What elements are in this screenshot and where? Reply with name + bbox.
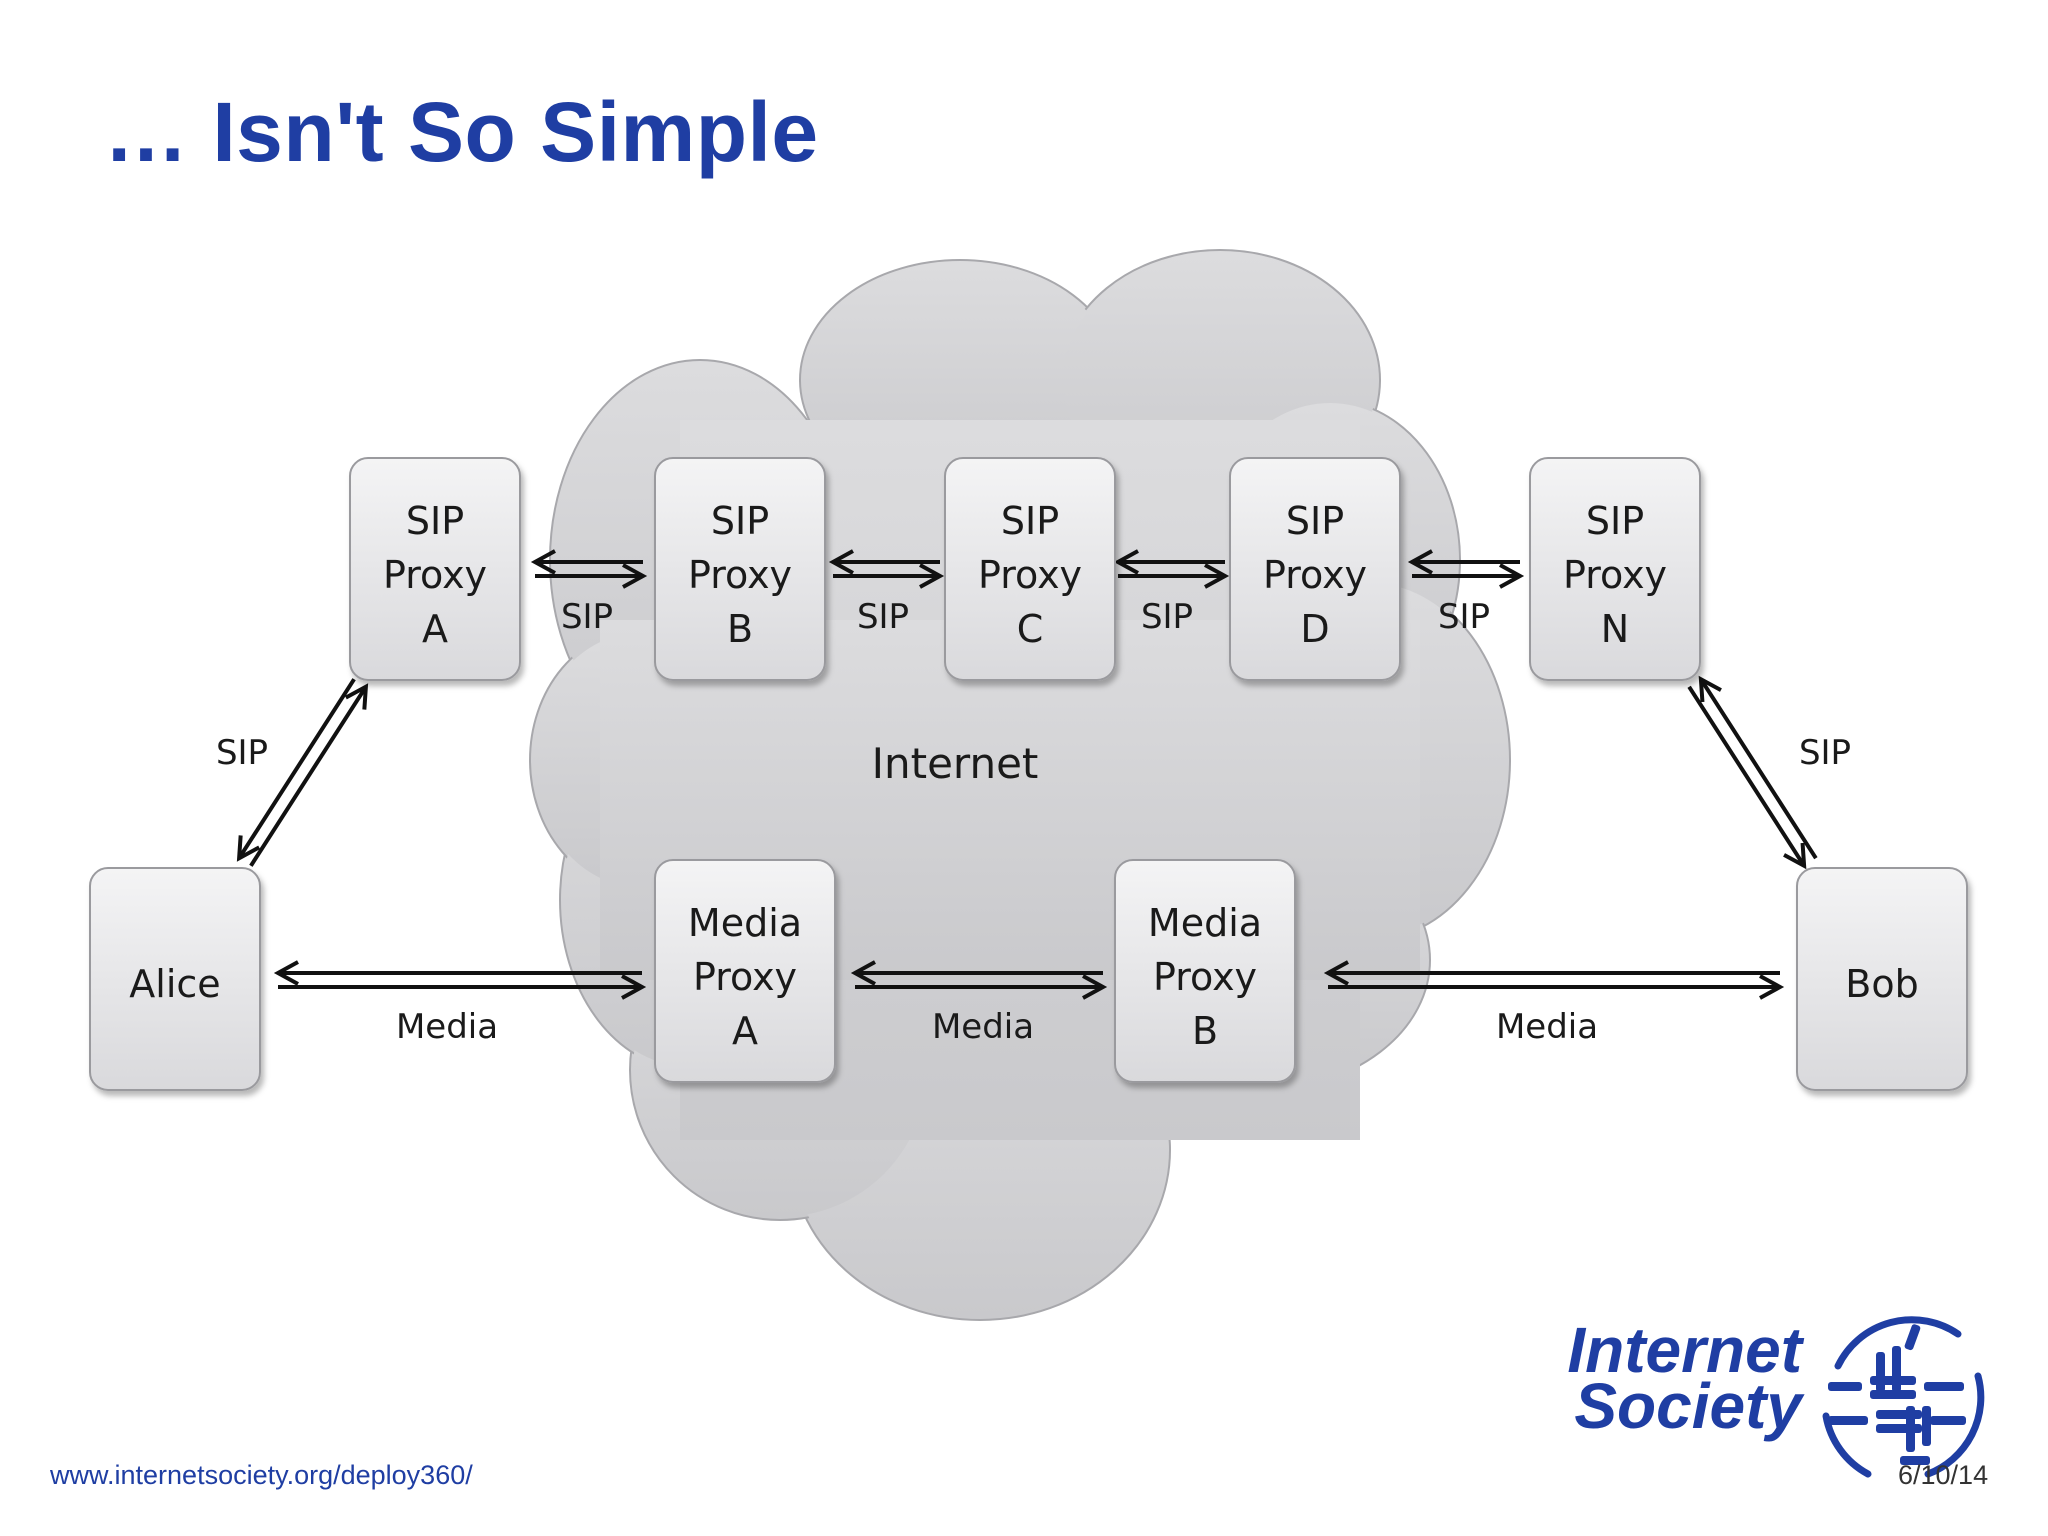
slide-title: … Isn't So Simple xyxy=(104,85,819,179)
edge-label-alice-sip-a: SIP xyxy=(216,733,268,773)
node-media-a-line1: Media xyxy=(688,901,802,945)
edge-labels: SIP SIP SIP SIP SIP SIP Media Media Medi… xyxy=(216,597,1851,1047)
node-bob-label: Bob xyxy=(1845,962,1918,1006)
edge-label-bob-sip-n: SIP xyxy=(1799,733,1851,773)
node-sip-n-line1: SIP xyxy=(1586,499,1644,543)
node-sip-proxy-a xyxy=(349,457,521,681)
edge-label-sip-a-b: SIP xyxy=(561,597,613,637)
logo-line-2: Society xyxy=(1574,1370,1802,1442)
internet-society-globe-icon xyxy=(1822,1316,1985,1478)
logo-wordmark: Internet Society xyxy=(1540,1314,1802,1442)
arrow-sip-c-d xyxy=(1113,549,1230,589)
diagram-nodes: SIP Proxy A SIP Proxy B SIP Proxy C SIP … xyxy=(89,457,1968,1091)
edge-label-media-a-b: Media xyxy=(932,1007,1034,1047)
node-media-proxy-b xyxy=(1114,859,1296,1083)
node-alice-label: Alice xyxy=(129,962,220,1006)
cloud-label: Internet xyxy=(872,739,1039,788)
node-sip-a-line3: A xyxy=(422,607,448,651)
node-sip-d-line1: SIP xyxy=(1286,499,1344,543)
node-media-a-line2: Proxy xyxy=(693,955,797,999)
logo-line-1: Internet xyxy=(1567,1314,1802,1386)
edge-label-sip-c-d: SIP xyxy=(1141,597,1193,637)
node-sip-c-line1: SIP xyxy=(1001,499,1059,543)
edge-label-sip-b-c: SIP xyxy=(857,597,909,637)
node-media-b-line2: Proxy xyxy=(1153,955,1257,999)
node-sip-c-line2: Proxy xyxy=(978,553,1082,597)
node-sip-a-line1: SIP xyxy=(406,499,464,543)
internet-society-logo: Internet Society xyxy=(1540,1306,2010,1491)
node-sip-a-line2: Proxy xyxy=(383,553,487,597)
node-media-proxy-a xyxy=(654,859,836,1083)
footer-url: www.internetsociety.org/deploy360/ xyxy=(50,1460,473,1490)
node-sip-c-line3: C xyxy=(1017,607,1044,651)
arrow-sip-b-c xyxy=(828,549,945,589)
node-sip-n-line2: Proxy xyxy=(1563,553,1667,597)
node-sip-d-line2: Proxy xyxy=(1263,553,1367,597)
node-sip-proxy-c xyxy=(944,457,1116,681)
arrow-sip-d-n xyxy=(1407,549,1525,589)
node-media-a-line3: A xyxy=(732,1009,758,1053)
internet-cloud: Internet xyxy=(529,249,1511,1321)
arrow-alice-media-a xyxy=(273,960,647,1000)
edge-label-media-b-bob: Media xyxy=(1496,1007,1598,1047)
node-sip-proxy-b xyxy=(654,457,826,681)
arrow-alice-sip-a xyxy=(236,678,369,867)
node-sip-d-line3: D xyxy=(1300,607,1329,651)
node-bob xyxy=(1796,867,1968,1091)
arrow-media-b-bob xyxy=(1323,960,1785,1000)
node-sip-b-line3: B xyxy=(727,607,753,651)
node-sip-proxy-d xyxy=(1229,457,1401,681)
arrow-media-a-b xyxy=(850,960,1108,1000)
node-sip-proxy-n xyxy=(1529,457,1701,681)
footer-date: 6/10/14 xyxy=(1898,1460,1989,1490)
node-sip-b-line2: Proxy xyxy=(688,553,792,597)
arrow-bob-sip-n xyxy=(1687,675,1818,870)
arrow-sip-a-b xyxy=(530,549,648,589)
node-media-b-line3: B xyxy=(1192,1009,1218,1053)
edge-label-sip-d-n: SIP xyxy=(1438,597,1490,637)
edge-label-alice-media-a: Media xyxy=(396,1007,498,1047)
connection-arrows xyxy=(236,549,1818,1000)
node-sip-b-line1: SIP xyxy=(711,499,769,543)
node-media-b-line1: Media xyxy=(1148,901,1262,945)
node-sip-n-line3: N xyxy=(1601,607,1629,651)
node-alice xyxy=(89,867,261,1091)
